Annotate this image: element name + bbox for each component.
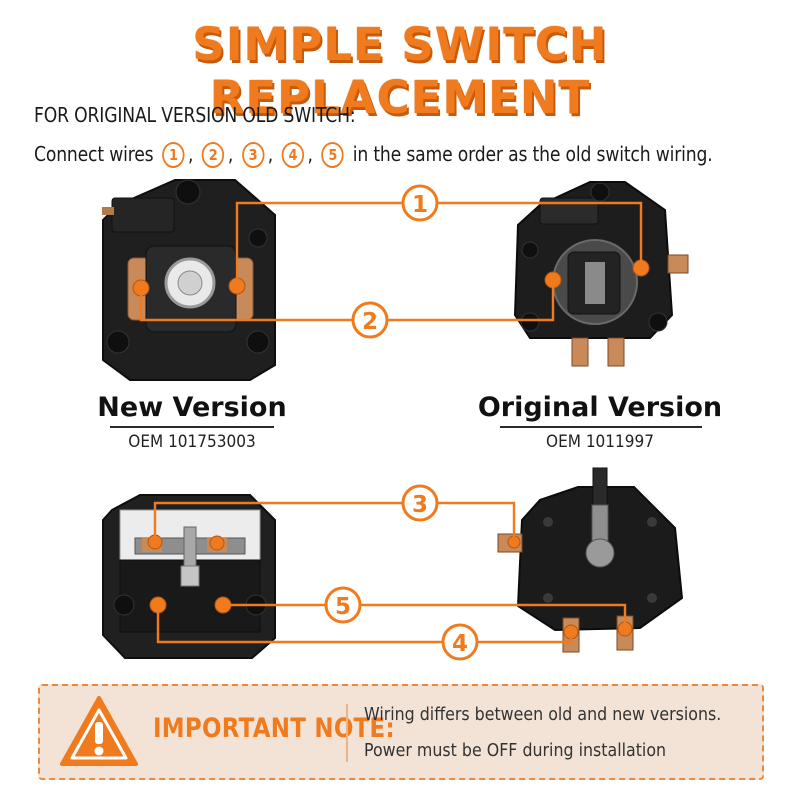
new-switch-back <box>102 494 276 659</box>
marker-4: 4 <box>281 142 305 168</box>
wire-1-left <box>235 201 402 286</box>
wires <box>139 201 643 644</box>
wire-2-right <box>388 280 555 322</box>
marker-3: 3 <box>241 142 265 168</box>
new-version-rule <box>110 426 274 428</box>
marker-sep: , <box>227 142 234 166</box>
new-version-oem: OEM 101753003 <box>128 432 256 452</box>
callout-3: 3 <box>401 484 439 522</box>
original-switch-back <box>497 467 684 653</box>
note-line-2: Power must be OFF during installation <box>364 740 667 761</box>
intro-line-1: FOR ORIGINAL VERSION OLD SWITCH: <box>34 103 356 127</box>
wire-2-left <box>139 288 352 322</box>
callout-2-label: 2 <box>362 309 378 335</box>
marker-5: 5 <box>321 142 344 168</box>
page-title: SIMPLE SWITCH REPLACEMENT <box>192 18 608 124</box>
note-divider <box>346 704 348 762</box>
marker-sep: , <box>187 142 194 166</box>
callout-1: 1 <box>401 184 439 222</box>
wire-3-left <box>153 501 402 542</box>
intro-suffix: in the same order as the old switch wiri… <box>352 142 713 166</box>
original-switch-front <box>513 181 689 367</box>
callout-5: 5 <box>324 586 362 624</box>
note-line-1: Wiring differs between old and new versi… <box>364 704 722 725</box>
wire-5-right <box>361 603 627 629</box>
intro-prefix: Connect wires <box>34 142 154 166</box>
new-switch-front <box>102 179 276 381</box>
wire-4-right <box>478 632 573 644</box>
original-version-oem: OEM 1011997 <box>546 432 654 452</box>
wire-1-right <box>438 201 643 268</box>
marker-sep: , <box>267 142 273 166</box>
callout-1-label: 1 <box>412 192 428 218</box>
marker-1: 1 <box>162 142 185 168</box>
wire-4-left <box>156 605 442 644</box>
intro-line-2: Connect wires 1, 2, 3, 4, 5 in the same … <box>34 142 713 168</box>
original-version-label: Original Version <box>477 392 723 423</box>
callout-4-label: 4 <box>452 631 468 657</box>
callout-3-label: 3 <box>412 492 428 518</box>
callout-4: 4 <box>441 623 479 661</box>
important-note-box <box>38 684 764 780</box>
important-note-title: IMPORTANT NOTE: <box>153 713 395 744</box>
marker-2: 2 <box>202 142 225 168</box>
callout-5-label: 5 <box>335 594 351 620</box>
original-version-rule <box>500 426 702 428</box>
wire-3-right <box>438 501 516 542</box>
new-version-label: New Version <box>97 392 287 423</box>
warning-triangle-icon <box>60 696 138 766</box>
callout-2: 2 <box>351 301 389 339</box>
marker-sep: , <box>307 142 313 166</box>
